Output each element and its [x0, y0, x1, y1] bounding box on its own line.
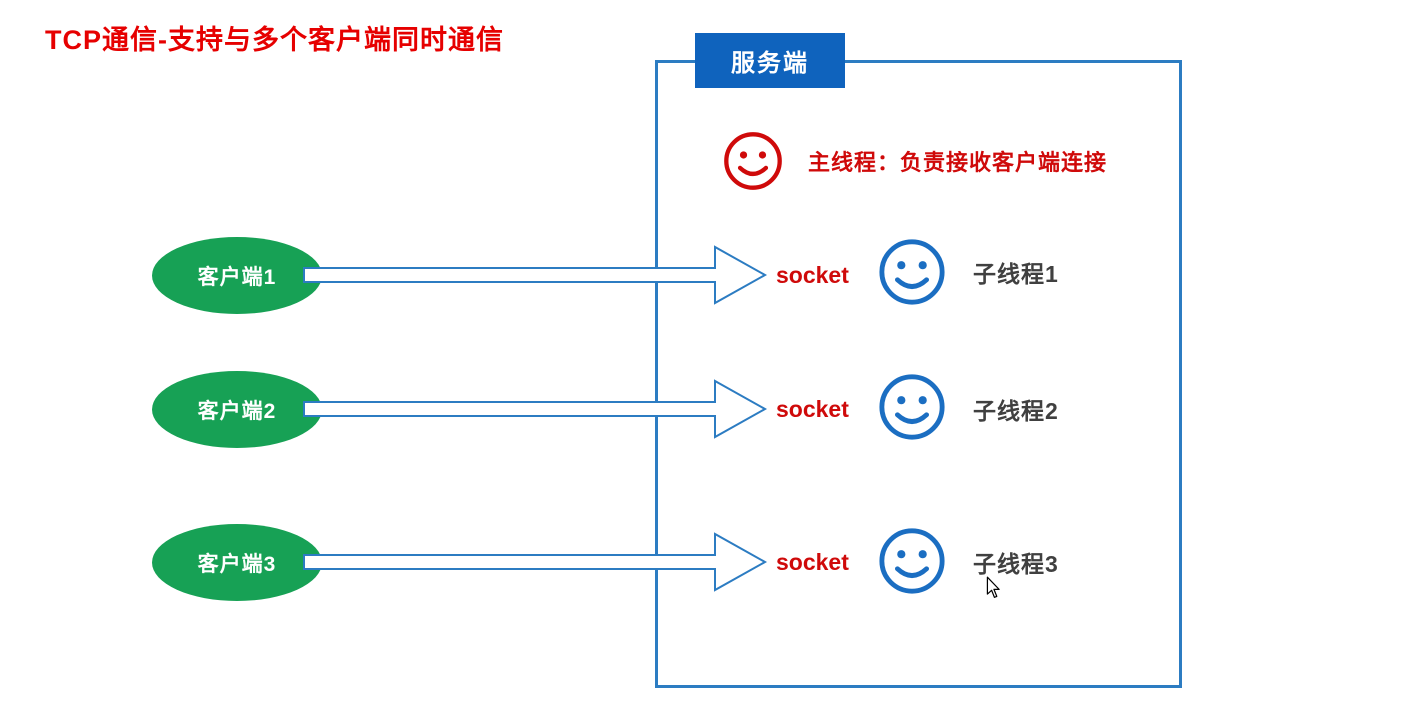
socket-label-3: socket [776, 548, 849, 575]
thread-label-1: 子线程1 [973, 261, 1059, 287]
socket-label-1: socket [776, 261, 849, 288]
server-label: 服务端 [695, 33, 845, 88]
client-ellipse-2: 客户端2 [152, 371, 322, 448]
connection-arrow-3-icon [303, 532, 768, 592]
connection-arrow-2-icon [303, 379, 768, 439]
child-thread-smiley-1-icon [879, 239, 945, 305]
main-thread-row: 主线程：负责接收客户端连接 [722, 130, 1107, 192]
client-label-1: 客户端1 [197, 265, 277, 289]
child-thread-smiley-3-icon [879, 528, 945, 594]
mouse-cursor-icon [986, 576, 1000, 598]
socket-label-2: socket [776, 395, 849, 422]
client-ellipse-1: 客户端1 [152, 237, 322, 314]
diagram-title: TCP通信-支持与多个客户端同时通信 [45, 25, 504, 55]
connection-arrow-1-icon [303, 245, 768, 305]
main-thread-smiley-icon [724, 132, 782, 190]
thread-label-2: 子线程2 [973, 398, 1059, 424]
client-ellipse-3: 客户端3 [152, 524, 322, 601]
child-thread-smiley-2-icon [879, 374, 945, 440]
main-thread-text: 主线程：负责接收客户端连接 [808, 150, 1108, 175]
client-label-2: 客户端2 [197, 399, 277, 423]
thread-label-3: 子线程3 [973, 551, 1059, 577]
server-box [655, 60, 1182, 688]
client-label-3: 客户端3 [197, 552, 277, 576]
